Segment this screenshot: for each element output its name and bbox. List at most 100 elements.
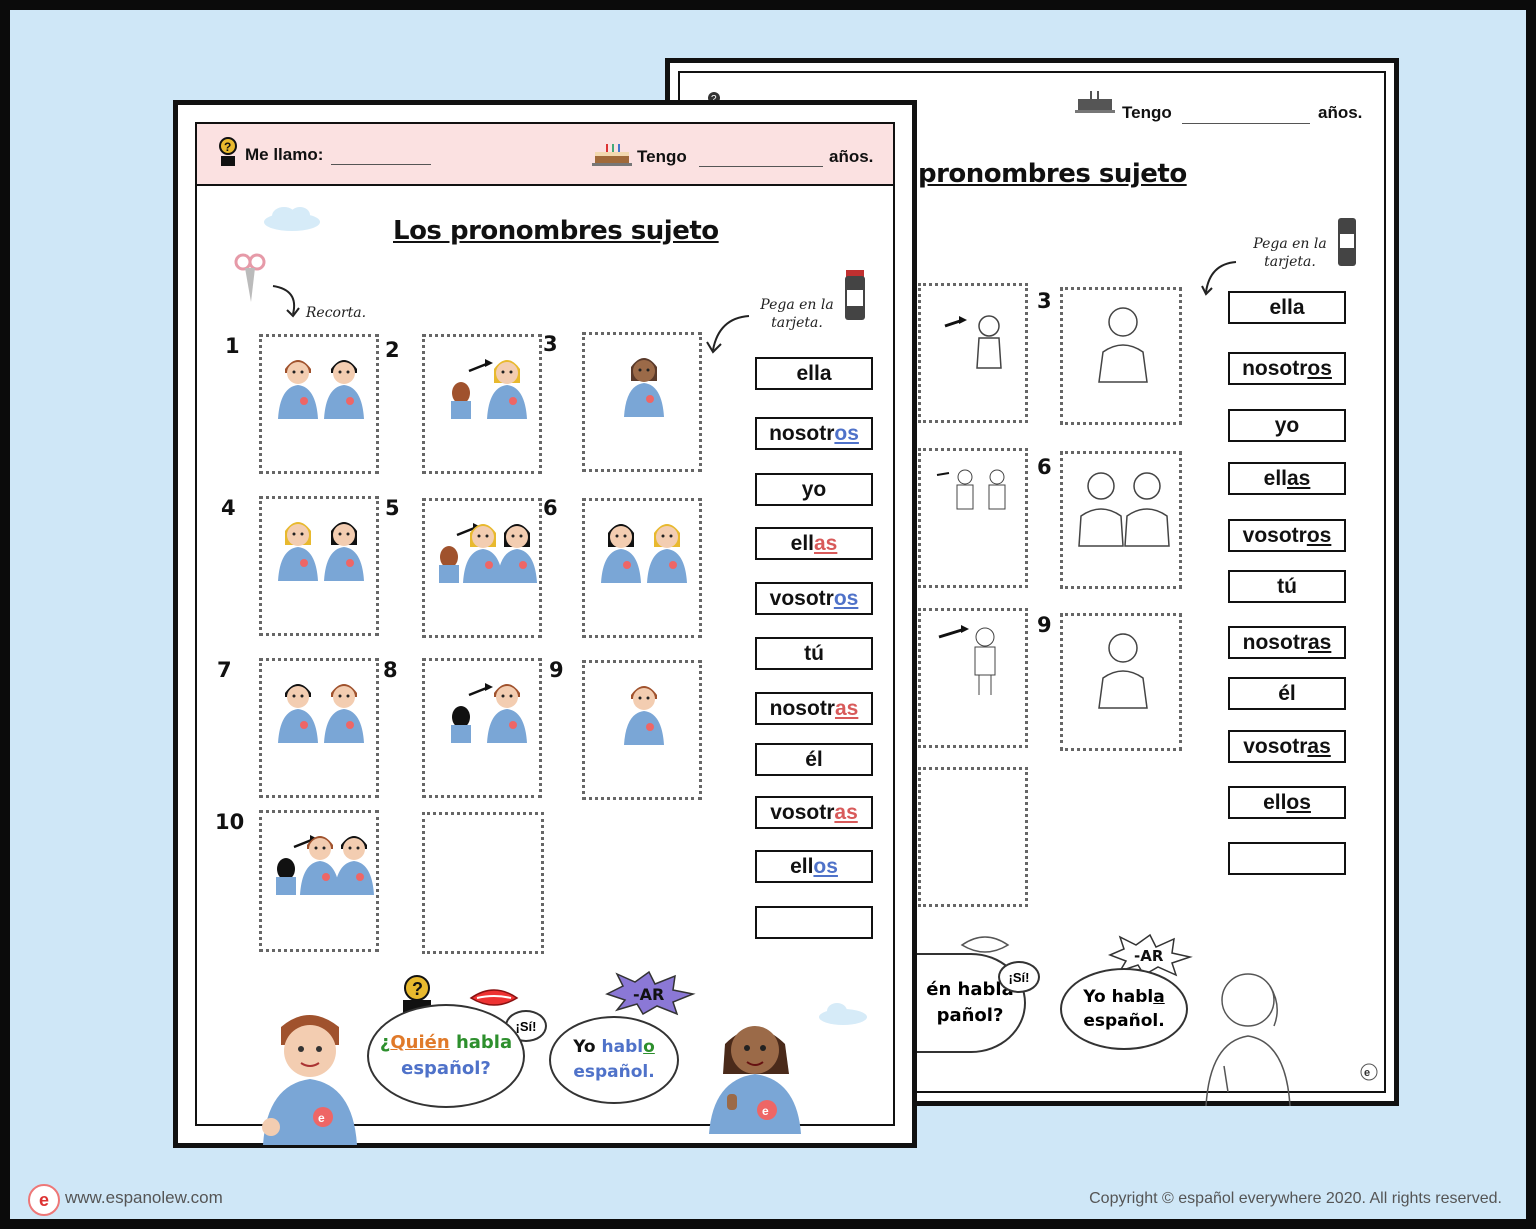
name-input-line[interactable] xyxy=(331,164,431,165)
pronoun-word-card[interactable]: tú xyxy=(1228,570,1346,603)
pronoun-stem: vosotr xyxy=(1242,523,1307,547)
pronoun-ending: os xyxy=(1307,356,1332,380)
age-input-line[interactable] xyxy=(699,166,823,167)
pronoun-stem: ell xyxy=(1263,466,1287,490)
front-worksheet-frame: ? Me llamo: Tengo años. Los pronombres s… xyxy=(195,122,895,1145)
picture-card[interactable] xyxy=(918,283,1028,423)
age-input-line[interactable] xyxy=(1182,123,1310,124)
pronoun-ending: as xyxy=(1307,734,1331,758)
card-number: 6 xyxy=(543,496,558,520)
ar-burst-icon: -AR xyxy=(1107,933,1193,977)
pronoun-stem: vosotr xyxy=(770,800,835,824)
pronoun-stem: nosotr xyxy=(769,421,835,445)
picture-card[interactable] xyxy=(259,658,379,798)
ar-burst-icon: -AR xyxy=(605,970,696,1016)
back-worksheet-frame: ? Tengo años. pronombres sujeto Pega en … xyxy=(678,71,1386,1107)
pronoun-stem: nosotr xyxy=(769,696,835,720)
picture-card-empty[interactable] xyxy=(422,812,544,954)
picture-card[interactable] xyxy=(259,496,379,636)
copyright-notice: Copyright © español everywhere 2020. All… xyxy=(1089,1190,1502,1207)
child-pointing-icon xyxy=(944,315,1002,369)
boy-pointing-illustration: e xyxy=(262,1015,357,1145)
picture-card[interactable] xyxy=(259,334,379,474)
children-illustration-icon xyxy=(278,522,364,581)
age-suffix: años. xyxy=(1318,103,1363,122)
picture-card[interactable] xyxy=(582,498,702,638)
girl-outline-icon xyxy=(1098,307,1148,383)
cloud-icon xyxy=(264,207,320,231)
card-number: 9 xyxy=(549,658,564,682)
age-suffix: años. xyxy=(829,147,874,166)
card-number: 3 xyxy=(543,332,558,356)
picture-card[interactable] xyxy=(582,332,702,472)
cake-icon xyxy=(1075,91,1115,113)
picture-card[interactable] xyxy=(582,660,702,800)
age-label: Tengo xyxy=(637,147,687,166)
espanol-everywhere-logo-icon: e xyxy=(1360,1063,1378,1081)
curved-arrow-icon xyxy=(706,315,750,354)
bubble-text: én habla xyxy=(926,979,1014,1000)
girl-outline-illustration xyxy=(1205,973,1291,1107)
card-number: 3 xyxy=(1037,289,1052,313)
espanol-everywhere-logo-icon: e xyxy=(28,1184,60,1216)
glue-stick-icon xyxy=(1338,218,1356,266)
svg-text:e: e xyxy=(318,1111,325,1125)
picture-card[interactable] xyxy=(259,810,379,952)
picture-card[interactable] xyxy=(918,767,1028,907)
card-number: 9 xyxy=(1037,613,1052,637)
pronoun-word-card[interactable]: yo xyxy=(1228,409,1346,442)
picture-card[interactable] xyxy=(422,498,542,638)
person-question-icon: ? xyxy=(219,137,237,166)
pronoun-word-card[interactable]: ella xyxy=(1228,291,1346,324)
pronoun-ending: os xyxy=(833,586,859,610)
svg-text:e: e xyxy=(762,1104,769,1118)
picture-card[interactable] xyxy=(422,334,542,474)
children-group-icon xyxy=(936,469,1006,510)
website-url[interactable]: www.espanolew.com xyxy=(65,1188,223,1207)
picture-card[interactable] xyxy=(1060,451,1182,589)
pronoun-stem: ell xyxy=(790,854,814,878)
ar-badge-text: -AR xyxy=(1134,947,1164,965)
front-header: ? Me llamo: Tengo años. xyxy=(197,124,893,186)
age-label: Tengo xyxy=(1122,103,1172,122)
pronoun-ending: os xyxy=(1306,523,1332,547)
pronoun-ending: as xyxy=(834,696,859,720)
svg-text:?: ? xyxy=(412,979,423,999)
scissors-icon xyxy=(234,253,266,302)
glue-stick-icon xyxy=(845,270,865,320)
pronoun-word-card[interactable]: él xyxy=(1228,677,1346,710)
picture-card[interactable] xyxy=(918,448,1028,588)
pronoun-word-card[interactable]: él xyxy=(755,743,873,776)
pronoun-word-card[interactable]: ella xyxy=(755,357,873,390)
children-illustration-icon xyxy=(624,686,664,745)
pronoun-ending: os xyxy=(1286,790,1311,814)
pronoun-word-card[interactable] xyxy=(1228,842,1346,875)
pronoun-word-card[interactable]: tú xyxy=(755,637,873,670)
pronoun-word-card[interactable]: yo xyxy=(755,473,873,506)
picture-card[interactable] xyxy=(422,658,542,798)
pronoun-stem: vosotr xyxy=(769,586,834,610)
pronoun-ending: os xyxy=(834,421,859,445)
worksheet-title: pronombres sujeto xyxy=(918,159,1187,189)
pronoun-ending: as xyxy=(1307,630,1332,654)
picture-card[interactable] xyxy=(1060,613,1182,751)
picture-card[interactable] xyxy=(918,608,1028,748)
picture-card[interactable] xyxy=(1060,287,1182,425)
cut-note: Recorta. xyxy=(305,305,367,321)
pronoun-word-card[interactable] xyxy=(755,906,873,939)
pronoun-ending: os xyxy=(813,854,838,878)
pronoun-stem: él xyxy=(1278,681,1296,705)
